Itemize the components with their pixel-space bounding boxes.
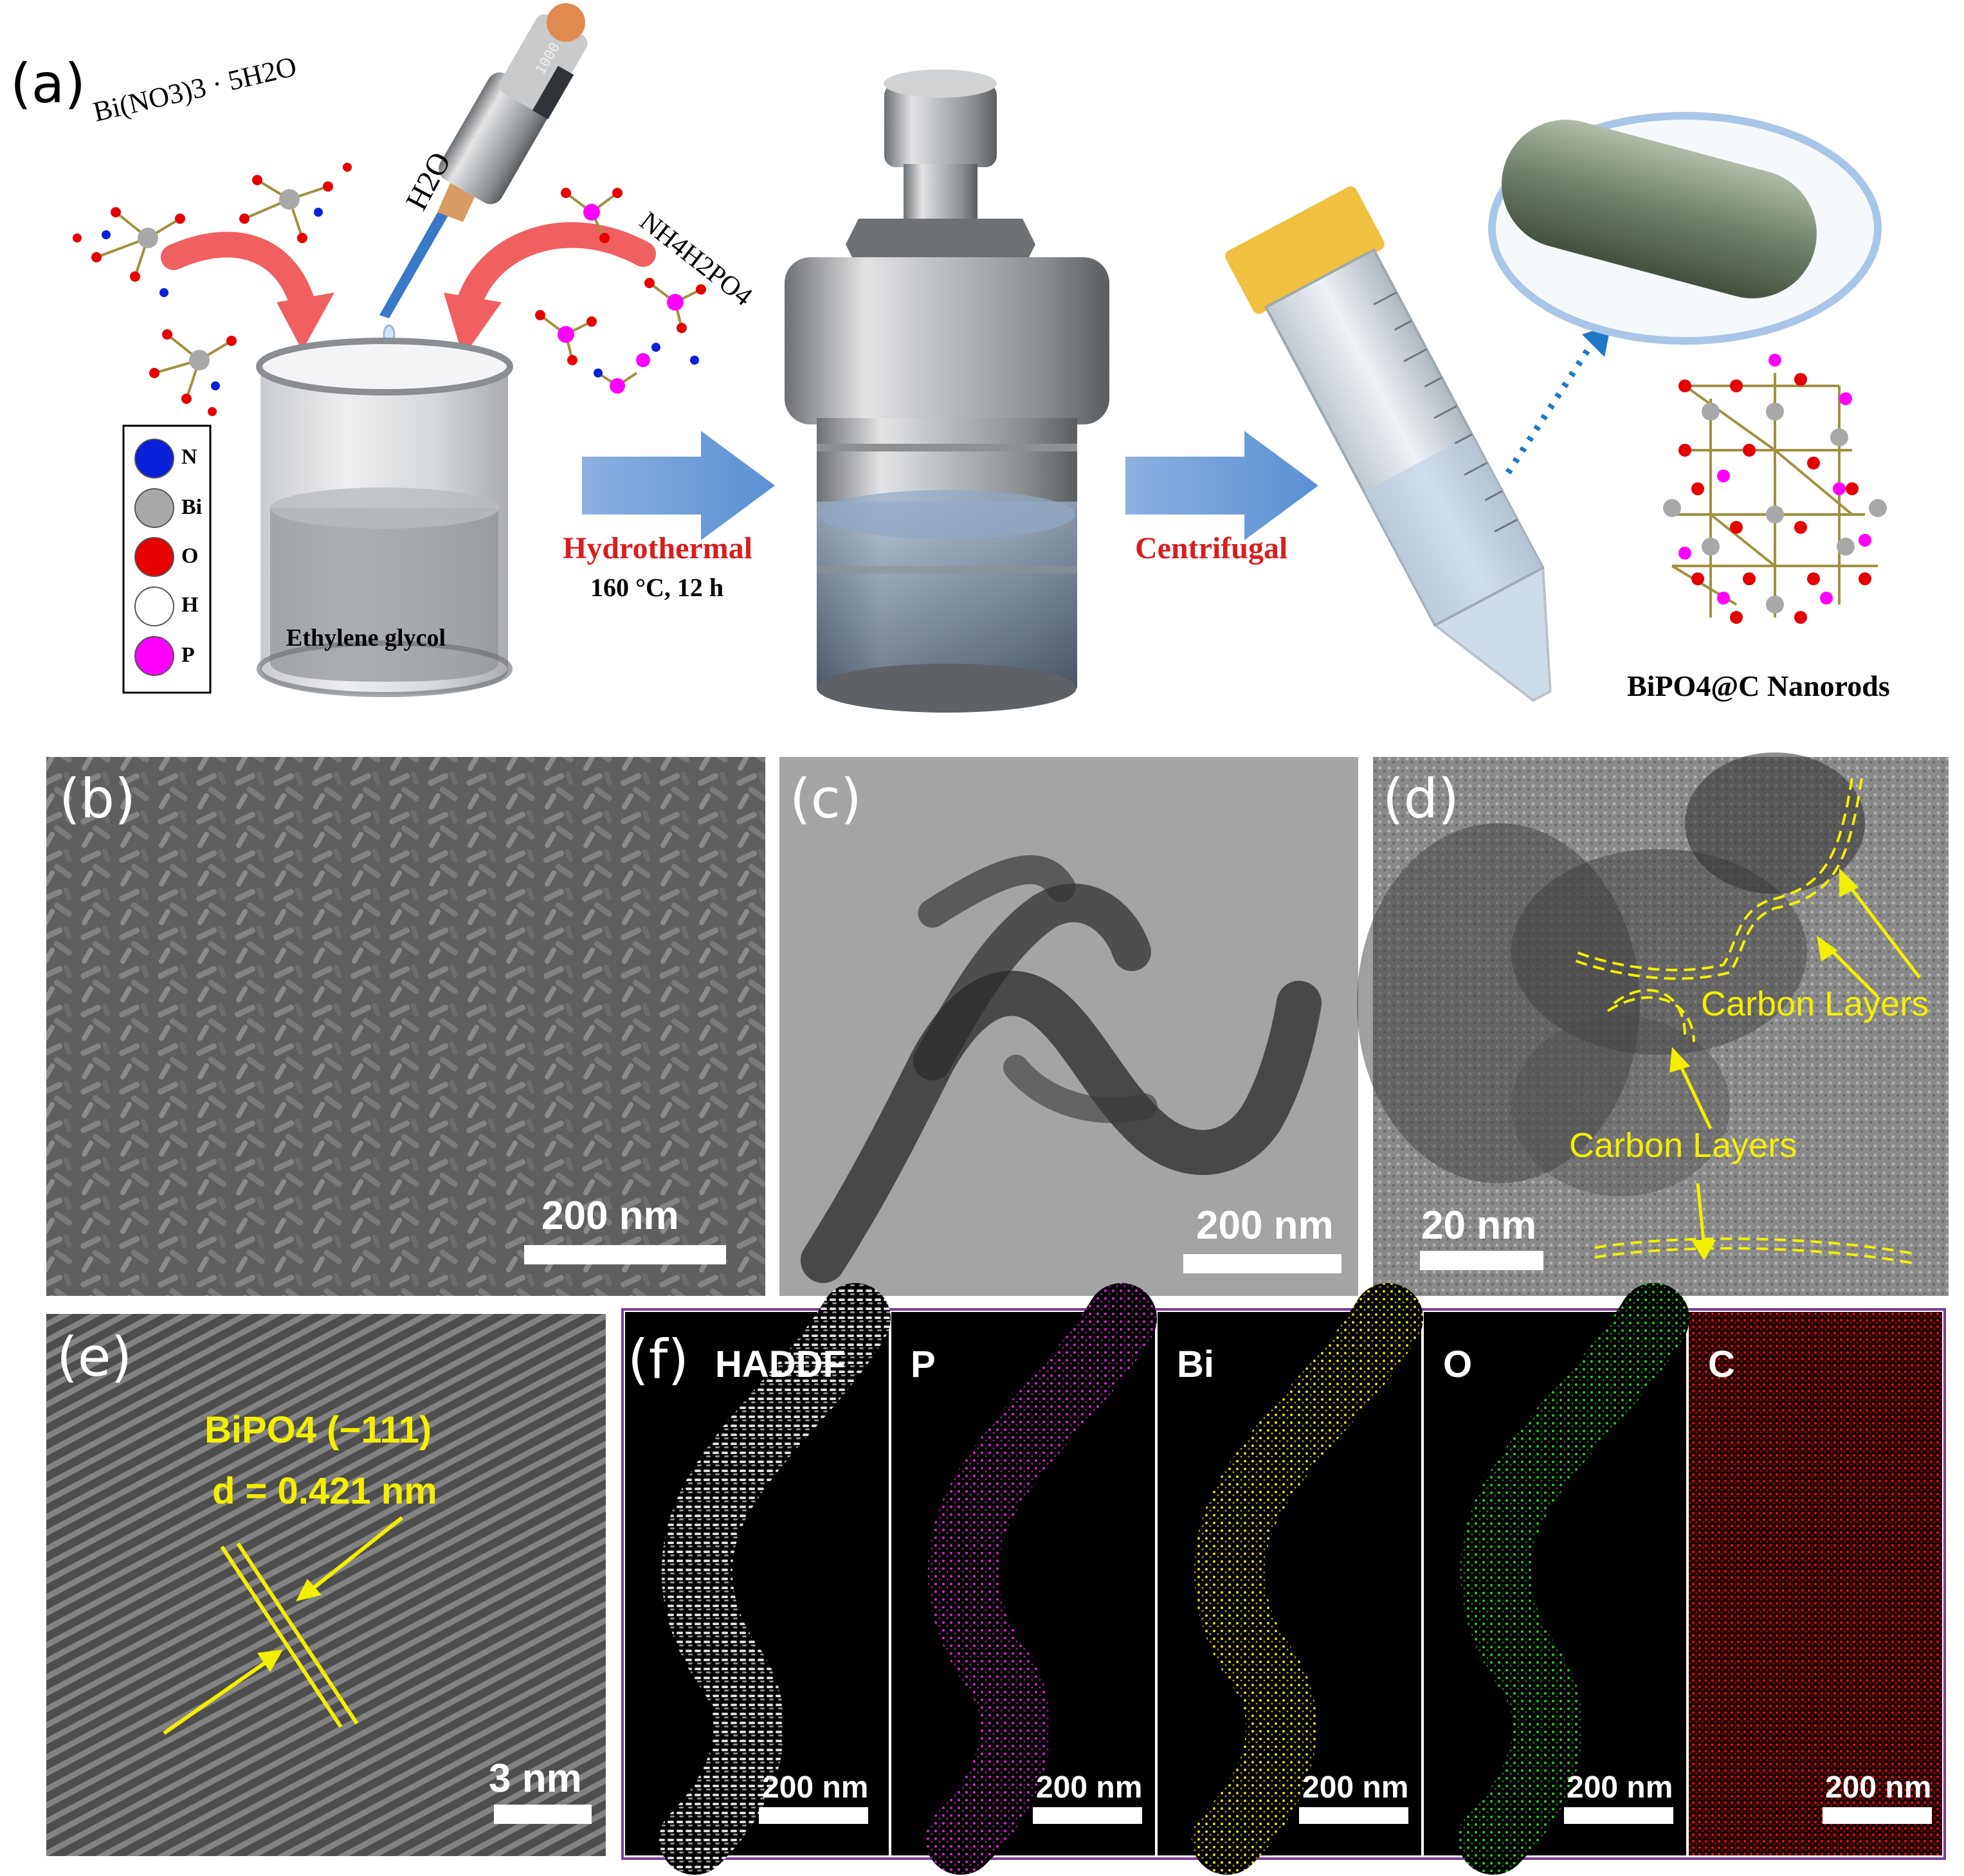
- bismuth-nitrate-molecules: [73, 163, 352, 416]
- panel-c-scale-bar: [1183, 1254, 1341, 1273]
- panel-b-scale-text: 200 nm: [541, 1194, 679, 1238]
- panel-d-label: (d): [1383, 767, 1459, 830]
- beaker-label: Ethylene glycol: [286, 624, 446, 651]
- legend-o: O: [181, 544, 199, 568]
- autoclave-illustration: [785, 69, 1109, 713]
- map-haddf-title: HADDF: [715, 1343, 846, 1385]
- map-o: O 200 nm: [1424, 1312, 1686, 1855]
- dotted-arrow: [1505, 342, 1595, 475]
- panel-a-label: (a): [10, 52, 86, 115]
- centrifugal-label: Centrifugal: [1135, 531, 1288, 565]
- map-haddf: HADDF 200 nm: [625, 1312, 889, 1855]
- lattice-spacing-label: d = 0.421 nm: [212, 1470, 437, 1512]
- map-bi-scale-bar: [1299, 1807, 1408, 1824]
- map-bi: Bi 200 nm: [1158, 1312, 1421, 1855]
- right-red-arrow: [457, 222, 656, 315]
- legend-h: H: [181, 593, 199, 617]
- panel-f-frame: [621, 1308, 1946, 1860]
- legend-p: P: [181, 643, 195, 667]
- carbon-layers-annotation-2: Carbon Layers: [1569, 1126, 1797, 1165]
- panel-c-nanorod-chain: [801, 855, 1322, 1283]
- panel-b-sem-image: [46, 757, 765, 1296]
- map-c-scale-bar: [1823, 1807, 1932, 1824]
- carbon-layer-outlines: [1575, 778, 1917, 1265]
- carbon-layer-arrows: [1669, 868, 1921, 1261]
- map-haddf-scale-bar: [759, 1807, 868, 1824]
- centrifugal-arrow: [1125, 431, 1318, 540]
- legend-bi: Bi: [181, 495, 203, 519]
- centrifuge-tube-illustration: [1225, 186, 1552, 702]
- map-haddf-scale-text: 200 nm: [762, 1771, 869, 1805]
- map-c: C 200 nm: [1689, 1312, 1942, 1855]
- panel-d-scale-bar: [1420, 1251, 1543, 1270]
- map-p-scale-bar: [1033, 1807, 1142, 1824]
- legend-n: N: [181, 445, 197, 469]
- panel-f-label: (f): [628, 1328, 689, 1391]
- map-p-title: P: [911, 1343, 936, 1385]
- panel-e-lattice-image: [46, 1314, 606, 1856]
- map-p: P 200 nm: [891, 1312, 1155, 1855]
- panel-e-label: (e): [57, 1325, 132, 1389]
- panel-c-scale-text: 200 nm: [1196, 1203, 1334, 1248]
- map-c-image: [1689, 1312, 1942, 1855]
- hydrothermal-condition: 160 °C, 12 h: [590, 573, 724, 602]
- lattice-markers: [163, 1516, 403, 1735]
- crystal-structure: [1663, 354, 1887, 624]
- panel-d-scale-text: 20 nm: [1421, 1203, 1537, 1248]
- map-bi-scale-text: 200 nm: [1302, 1771, 1409, 1805]
- pipette-illustration: [379, 3, 588, 345]
- panel-b-label: (b): [59, 767, 136, 830]
- nanorod-shape: [1502, 120, 1817, 298]
- panel-b-scale-bar: [524, 1245, 726, 1264]
- left-red-arrow: [161, 232, 315, 315]
- beaker-illustration: [256, 338, 513, 697]
- map-o-scale-bar: [1564, 1807, 1673, 1824]
- map-c-scale-text: 200 nm: [1825, 1771, 1932, 1805]
- map-bi-title: Bi: [1177, 1343, 1214, 1385]
- map-p-scale-text: 200 nm: [1036, 1771, 1143, 1805]
- legend-swatches: [134, 439, 174, 676]
- panel-e-scale-bar: [494, 1805, 592, 1824]
- panel-c-label: (c): [790, 767, 862, 830]
- map-o-title: O: [1443, 1343, 1473, 1385]
- carbon-layers-annotation-1: Carbon Layers: [1701, 985, 1929, 1023]
- hydrothermal-arrow: [582, 431, 775, 540]
- hydrothermal-label: Hydrothermal: [563, 531, 753, 565]
- lattice-plane-label: BiPO4 (−111): [205, 1409, 432, 1451]
- product-label: BiPO4@C Nanorods: [1627, 669, 1890, 702]
- ammonium-phosphate-molecules: [535, 188, 706, 394]
- panel-e-scale-text: 3 nm: [489, 1756, 582, 1801]
- elemental-map-shapes: [659, 1283, 1689, 1875]
- map-c-title: C: [1708, 1343, 1735, 1385]
- map-o-scale-text: 200 nm: [1567, 1771, 1673, 1805]
